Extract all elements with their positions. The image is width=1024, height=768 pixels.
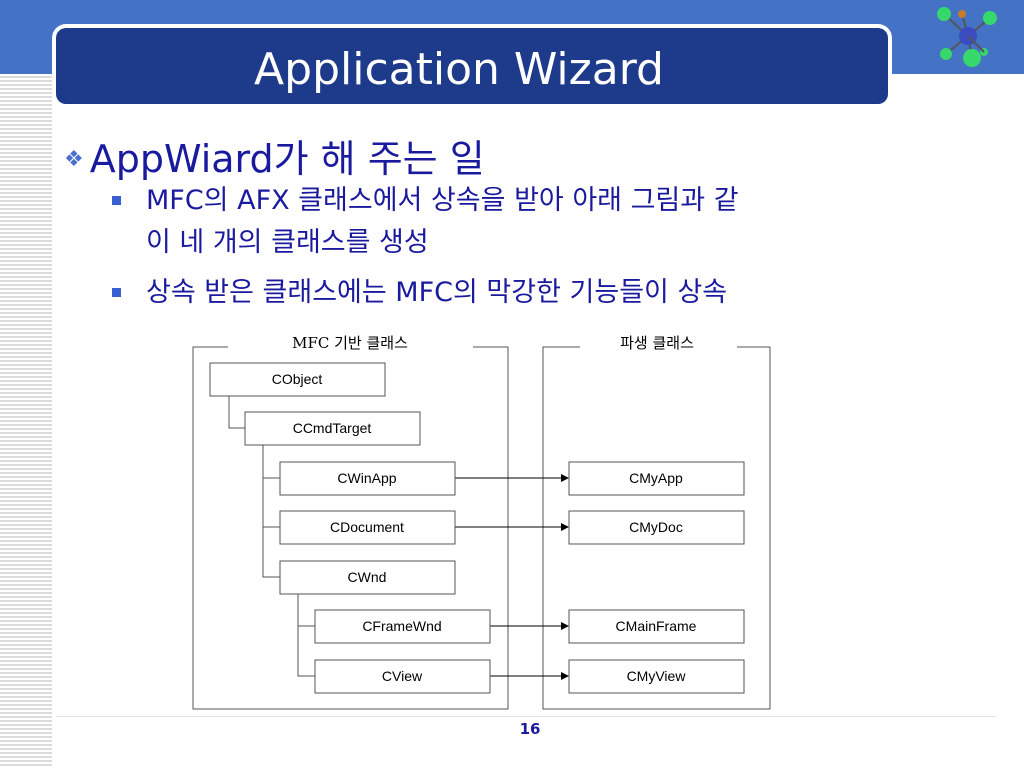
class-label: CDocument [330,519,404,535]
sub1-line2: 이 네 개의 클래스를 생성 [146,227,429,258]
left-stripe-decoration [0,74,52,768]
class-label: CCmdTarget [293,420,372,436]
base-class-group [192,346,509,710]
class-box-cobject: CObject [209,362,386,397]
class-label: CMyApp [629,470,683,486]
class-box-cmainframe: CMainFrame [568,609,745,644]
left-group-title: MFC 기반 클래스 [292,334,408,352]
class-box-ccmdtarget: CCmdTarget [244,411,421,446]
class-label: CMainFrame [616,618,697,634]
derivation-arrows [455,474,569,680]
class-box-cwinapp: CWinApp [279,461,456,496]
class-label: CMyView [627,668,687,684]
hierarchy-connectors [228,396,315,677]
diamond-bullet-icon: ❖ [64,147,84,172]
class-label: CWinApp [337,470,396,486]
page-number: 16 [519,720,541,738]
class-box-cdocument: CDocument [279,510,456,545]
bullet1-text: AppWiard가 해 주는 일 [89,137,485,181]
footer-divider [56,716,996,717]
class-box-cmyapp: CMyApp [568,461,745,496]
class-label: CFrameWnd [362,618,441,634]
derived-class-group [542,346,771,710]
slide-title: Application Wizard [254,44,664,95]
title-background [56,28,888,104]
class-box-cmydoc: CMyDoc [568,510,745,545]
sub2-text: 상속 받은 클래스에는 MFC의 막강한 기능들이 상속 [146,277,728,308]
right-group-title: 파생 클래스 [620,334,694,352]
square-bullet-icon [112,196,121,205]
class-label: CObject [272,371,323,387]
bullet-level1: ❖AppWiard가 해 주는 일 [64,128,485,183]
class-label: CWnd [348,569,387,585]
sub1-line1: MFC의 AFX 클래스에서 상속을 받아 아래 그림과 같 [146,185,739,216]
class-label: CMyDoc [629,519,683,535]
molecule-logo-icon [937,7,997,67]
class-box-cwnd: CWnd [279,560,456,595]
class-box-cview: CView [314,659,491,694]
class-box-cframewnd: CFrameWnd [314,609,491,644]
class-box-cmyview: CMyView [568,659,745,694]
class-label: CView [382,668,423,684]
square-bullet-icon [112,288,121,297]
